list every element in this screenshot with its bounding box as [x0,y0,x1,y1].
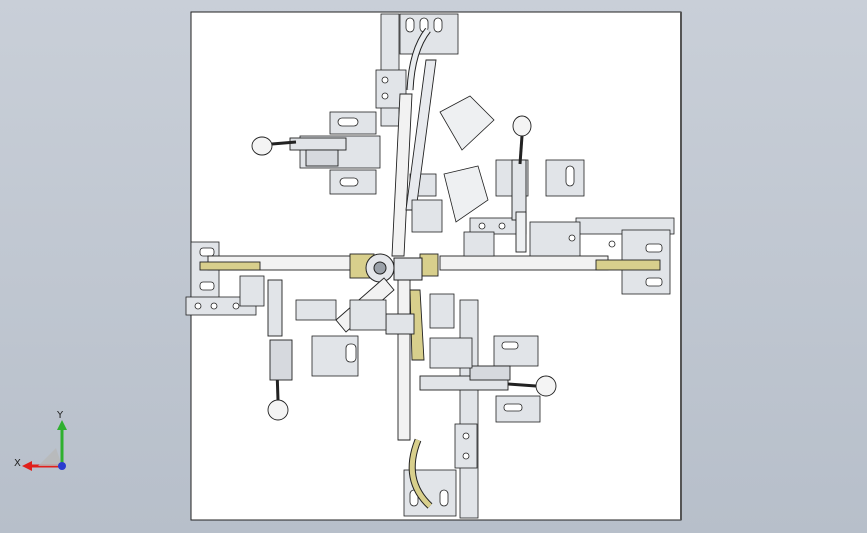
upper-shaft [391,59,437,257]
toggle-clamp-lower-left [267,279,293,421]
z-axis-dot [58,462,66,470]
x-axis-label: X [14,458,21,469]
toggle-clamp-upper-left [251,136,347,167]
orientation-triad: X Y [10,408,80,478]
center-blocks [239,199,495,369]
toggle-clamp-upper-right [511,115,532,253]
lower-shaft [385,279,425,441]
triad-axes [22,420,67,471]
toggle-clamp-lower-right [419,365,557,397]
y-axis-label: Y [57,410,64,421]
center-hub [365,253,423,283]
left-bracket-group [185,241,359,377]
